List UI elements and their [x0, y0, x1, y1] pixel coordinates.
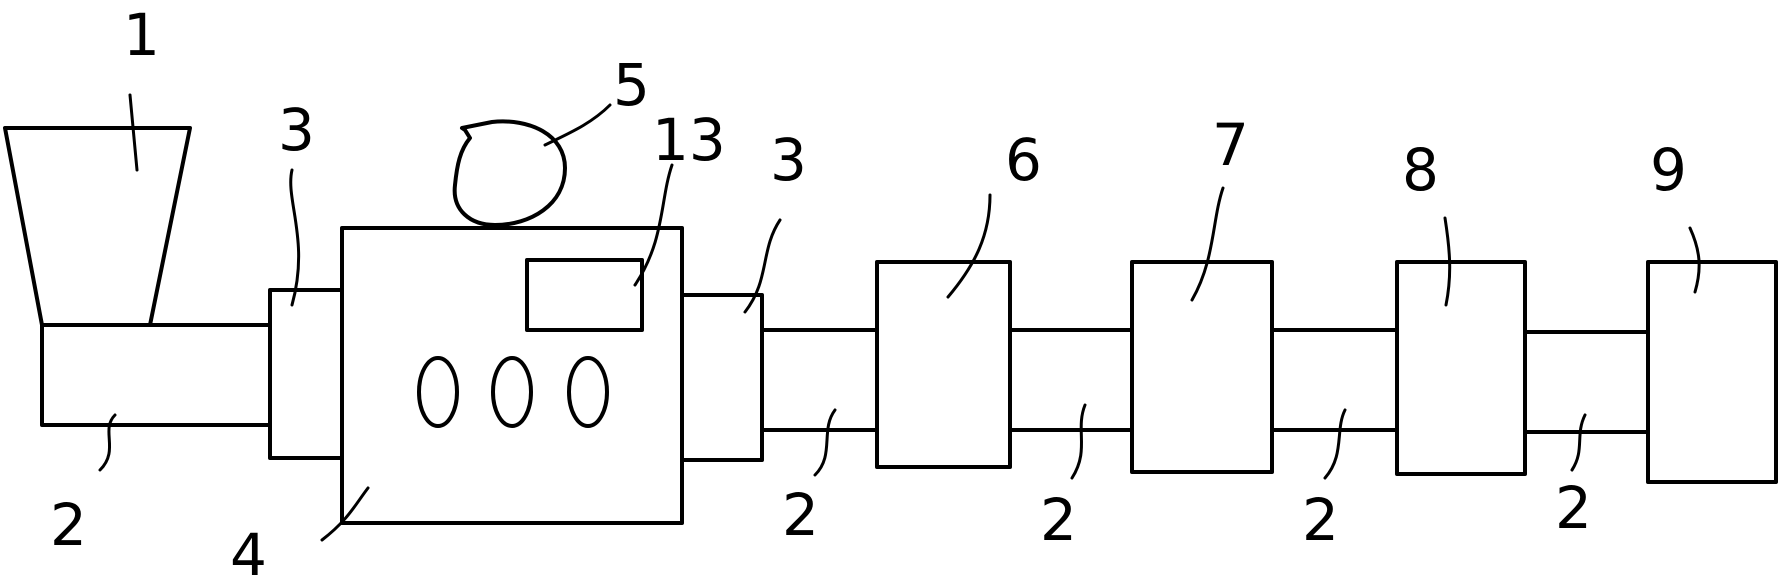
- label-coupling-right: 3: [770, 126, 807, 194]
- unit-8: [1397, 262, 1525, 474]
- coupling-left: [270, 290, 342, 458]
- label-unit-8: 8: [1402, 136, 1439, 204]
- indicator-oval-2: [493, 358, 531, 426]
- leader-7: [1192, 188, 1223, 300]
- label-pipe-3: 2: [1040, 486, 1077, 554]
- label-pipe-2: 2: [782, 481, 819, 549]
- label-hopper: 1: [123, 1, 160, 69]
- unit-6: [877, 262, 1010, 467]
- label-pipe-1: 2: [50, 491, 87, 559]
- label-fan: 5: [613, 51, 650, 119]
- unit-9: [1648, 262, 1776, 482]
- label-unit-7: 7: [1212, 111, 1249, 179]
- leader-2b: [815, 410, 835, 475]
- main-unit: [342, 228, 682, 523]
- leader-5: [545, 105, 610, 145]
- hopper: [5, 128, 190, 325]
- control-panel: [527, 260, 642, 330]
- fan: [455, 121, 565, 225]
- label-unit-6: 6: [1005, 126, 1042, 194]
- leader-2d: [1325, 410, 1345, 478]
- label-pipe-5: 2: [1555, 474, 1592, 542]
- leader-2c: [1072, 405, 1085, 478]
- pipe-segment-5: [1525, 332, 1648, 432]
- indicator-oval-3: [569, 358, 607, 426]
- unit-7: [1132, 262, 1272, 472]
- label-main-unit: 4: [230, 521, 267, 580]
- pipe-segment-1: [42, 325, 270, 425]
- leader-3a: [291, 170, 299, 305]
- pipe-segment-3: [1010, 330, 1132, 430]
- label-unit-9: 9: [1650, 136, 1687, 204]
- coupling-right: [682, 295, 762, 460]
- leader-6: [948, 195, 990, 297]
- label-coupling-left: 3: [278, 96, 315, 164]
- leader-4: [322, 488, 368, 540]
- pipe-segment-2: [762, 330, 877, 430]
- label-panel: 13: [652, 106, 726, 174]
- leader-2e: [1572, 415, 1585, 470]
- indicator-oval-1: [419, 358, 457, 426]
- pipe-segment-4: [1272, 330, 1397, 430]
- leader-1: [130, 95, 137, 170]
- label-pipe-4: 2: [1302, 486, 1339, 554]
